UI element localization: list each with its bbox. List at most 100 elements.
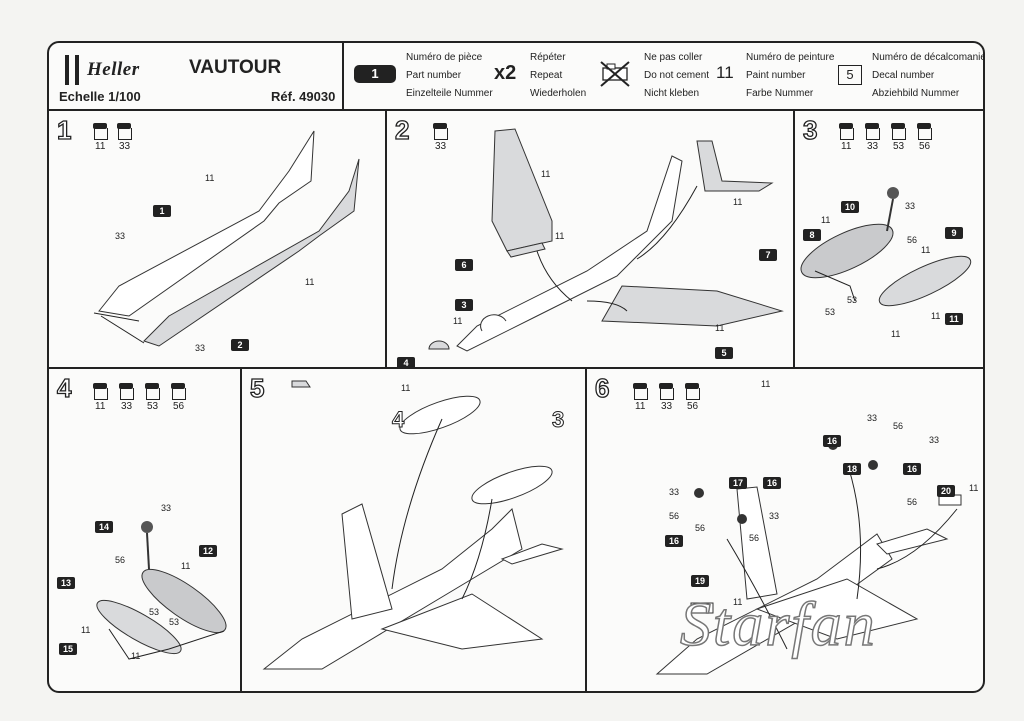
repeat-sample: x2 xyxy=(494,62,517,84)
color-callout: 56 xyxy=(115,555,126,565)
part-tag: 3 xyxy=(455,299,473,311)
part-tag: 16 xyxy=(665,535,683,547)
paint-label: 33 xyxy=(867,141,879,152)
paint-label: 33 xyxy=(119,141,131,152)
part-tag: 17 xyxy=(729,477,747,489)
step-3-panel: 3 11 33 53 56 10 8 9 11 33 56 11 11 11 1… xyxy=(795,111,983,369)
part-tag: 10 xyxy=(841,201,859,213)
step-number: 2 xyxy=(394,114,410,145)
color-callout: 11 xyxy=(181,561,191,571)
part-tag: 16 xyxy=(903,463,921,475)
color-callout: 11 xyxy=(891,329,901,339)
paint-jar-icon xyxy=(685,383,700,400)
paint-label: 56 xyxy=(687,401,699,412)
color-callout: 56 xyxy=(749,533,760,543)
color-callout: 11 xyxy=(969,483,979,493)
color-callout: 53 xyxy=(825,307,836,317)
color-callout: 11 xyxy=(761,379,771,389)
part-tag: 1 xyxy=(153,205,171,217)
color-callout: 11 xyxy=(821,215,831,225)
step-1-panel: 1 11 33 1 2 11 11 33 33 xyxy=(49,111,387,369)
color-callout: 11 xyxy=(401,383,411,393)
instruction-sheet: Heller VAUTOUR Echelle 1/100 Réf. 49030 … xyxy=(47,41,985,693)
no-glue-icon xyxy=(600,61,630,87)
subassembly-label: 3 xyxy=(551,407,565,433)
color-callout: 11 xyxy=(541,169,551,179)
paint-label: 33 xyxy=(661,401,673,412)
color-callout: 56 xyxy=(907,235,918,245)
paint-label: 53 xyxy=(147,401,159,412)
step-4-panel: 4 11 33 53 56 14 13 12 15 33 56 11 11 11… xyxy=(49,369,242,691)
title-block: Heller VAUTOUR Echelle 1/100 Réf. 49030 xyxy=(49,43,344,109)
paint-jar-icon xyxy=(119,383,134,400)
step-1-drawing xyxy=(93,130,360,347)
paint-label: 11 xyxy=(95,401,106,412)
step-3-drawing xyxy=(800,187,972,307)
color-callout: 33 xyxy=(929,435,940,445)
color-callout: 33 xyxy=(669,487,680,497)
color-callout: 56 xyxy=(695,523,706,533)
part-tag: 12 xyxy=(199,545,217,557)
paint-jar-icon xyxy=(93,123,108,140)
part-number-sample: 1 xyxy=(354,65,396,83)
step-number: 5 xyxy=(249,372,265,403)
step-number: 3 xyxy=(802,114,818,145)
part-tag: 11 xyxy=(945,313,963,325)
color-callout: 53 xyxy=(847,295,858,305)
part-tag: 20 xyxy=(937,485,955,497)
part-tag: 2 xyxy=(231,339,249,351)
paint-jar-icon xyxy=(433,123,448,140)
header: Heller VAUTOUR Echelle 1/100 Réf. 49030 … xyxy=(49,43,983,111)
paint-jar-icon xyxy=(145,383,160,400)
step-5-panel: 5 4 3 xyxy=(242,369,587,691)
subassembly-label: 4 xyxy=(391,407,405,433)
paint-jar-icon xyxy=(839,123,854,140)
color-callout: 53 xyxy=(169,617,180,627)
step-number: 1 xyxy=(56,114,72,145)
paint-label: 11 xyxy=(841,141,852,152)
part-tag: 14 xyxy=(95,521,113,533)
part-tag: 8 xyxy=(803,229,821,241)
paint-label: 33 xyxy=(121,401,133,412)
paint-jar-icon xyxy=(93,383,108,400)
step-number: 4 xyxy=(56,372,72,403)
brand-name: Heller xyxy=(87,59,140,80)
color-callout: 33 xyxy=(161,503,172,513)
step-6-panel: 6 11 33 56 16 16 16 16 17 18 19 1 xyxy=(587,369,983,691)
part-tag: 4 xyxy=(397,357,415,369)
color-callout: 11 xyxy=(131,651,141,661)
step-number: 6 xyxy=(594,372,610,403)
part-tag: 16 xyxy=(763,477,781,489)
paint-label: 56 xyxy=(173,401,185,412)
color-callout: 11 xyxy=(715,323,725,333)
step-2-drawing xyxy=(428,128,784,352)
color-callout: 56 xyxy=(893,421,904,431)
color-callout: 11 xyxy=(453,316,463,326)
decal-number-sample: 5 xyxy=(838,65,862,85)
heller-logo: Heller xyxy=(59,53,155,85)
color-callout: 11 xyxy=(555,231,565,241)
paint-label: 56 xyxy=(919,141,931,152)
paint-label: 53 xyxy=(893,141,905,152)
color-callout: 53 xyxy=(149,607,160,617)
color-callout: 33 xyxy=(905,201,916,211)
model-name: VAUTOUR xyxy=(189,57,282,78)
color-callout: 11 xyxy=(733,197,743,207)
color-callout: 11 xyxy=(733,597,743,607)
color-callout: 11 xyxy=(921,245,931,255)
scale-label: Echelle 1/100 xyxy=(59,89,141,104)
step-2-panel: 2 33 6 3 4 5 7 11 11 11 11 11 11 11 xyxy=(387,111,795,393)
color-callout: 56 xyxy=(669,511,680,521)
step-5-drawing xyxy=(262,380,564,670)
part-tag: 9 xyxy=(945,227,963,239)
paint-jar-icon xyxy=(117,123,132,140)
paint-jar-icon xyxy=(865,123,880,140)
color-callout: 33 xyxy=(195,343,206,353)
color-callout: 11 xyxy=(305,277,315,287)
paint-jar-icon xyxy=(633,383,648,400)
step-4-drawing xyxy=(96,521,227,660)
